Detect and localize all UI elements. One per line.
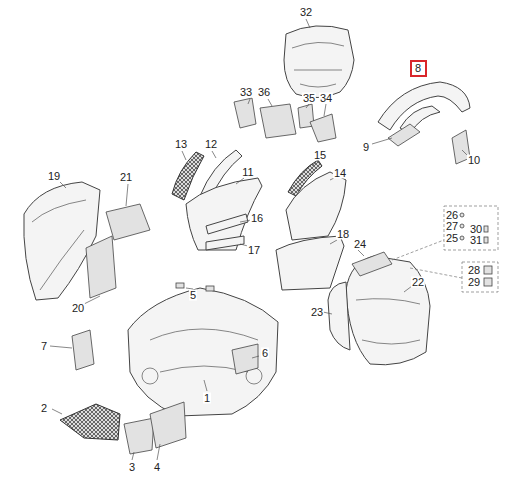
callout-number: 23 [310, 307, 324, 318]
callout-number: 28 [467, 265, 481, 276]
callout-number: 14 [333, 168, 347, 179]
callout-number: 12 [204, 139, 218, 150]
callout-number: 21 [119, 172, 133, 183]
callout-number: 34 [319, 93, 333, 104]
callout-number: 13 [174, 139, 188, 150]
callout-number: 9 [362, 142, 370, 153]
callout-number: 25 [445, 233, 459, 244]
callout-number: 20 [71, 303, 85, 314]
callout-number: 33 [239, 87, 253, 98]
callout-number: 30 [469, 224, 483, 235]
callout-number: 22 [411, 277, 425, 288]
callout-number: 2 [40, 403, 48, 414]
callout-number: 15 [313, 150, 327, 161]
callout-number: 19 [47, 171, 61, 182]
callout-number: 4 [153, 462, 161, 473]
nose-cowl [128, 288, 278, 416]
callout-number: 27 [445, 221, 459, 232]
callout-number: 35 [302, 93, 316, 104]
callout-number: 11 [241, 167, 254, 178]
callout-number: 1 [203, 393, 211, 404]
callout-number: 5 [189, 290, 197, 301]
callout-number: 16 [250, 213, 264, 224]
callout-number: 24 [353, 239, 367, 250]
callout-number: 18 [336, 229, 350, 240]
callout-number: 7 [40, 341, 48, 352]
callout-number: 32 [299, 7, 313, 18]
callout-number: 31 [469, 235, 483, 246]
highlighted-callout: 8 [410, 60, 427, 77]
callout-number: 17 [247, 245, 261, 256]
callout-number: 6 [261, 348, 269, 359]
callout-number: 8 [415, 63, 421, 74]
callout-number: 3 [128, 462, 136, 473]
callout-number: 26 [445, 210, 459, 221]
callout-number: 10 [467, 155, 481, 166]
handle-part [378, 82, 470, 130]
callout-number: 36 [257, 87, 271, 98]
callout-number: 29 [467, 277, 481, 288]
windshield-panel [284, 26, 354, 98]
